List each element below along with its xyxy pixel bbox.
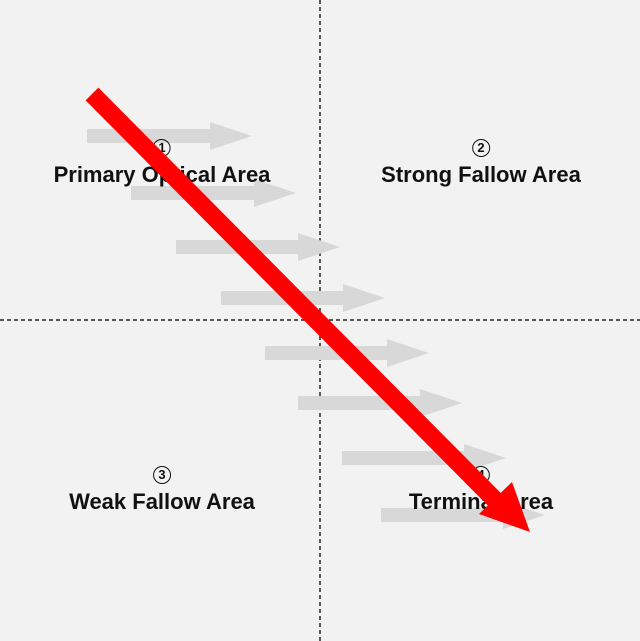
quadrant-3-title: Weak Fallow Area (69, 489, 255, 514)
quadrant-2-number: 2 (472, 139, 490, 157)
quadrant-2-title: Strong Fallow Area (381, 162, 581, 187)
gravity-arrow-shaft (85, 87, 507, 512)
quadrant-3-label: 3 Weak Fallow Area (69, 458, 255, 516)
right-arrow-icon (176, 233, 340, 261)
quadrant-3-number: 3 (152, 466, 171, 484)
right-arrow-icon (298, 389, 462, 417)
quadrant-2-label: 2 Strong Fallow Area (381, 131, 581, 189)
diagonal-arrow-icon (479, 482, 530, 532)
